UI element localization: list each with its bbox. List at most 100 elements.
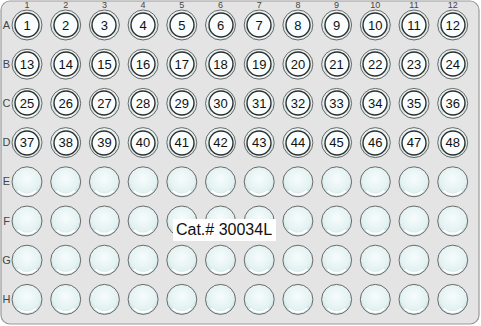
- well-highlight: [57, 191, 75, 195]
- well: [244, 10, 274, 40]
- well-highlight: [405, 269, 423, 273]
- well: [360, 10, 390, 40]
- well: [283, 10, 313, 40]
- well-highlight: [95, 269, 113, 273]
- row-letter: G: [2, 255, 11, 266]
- numbered-well: 38: [51, 128, 81, 158]
- numbered-well: 12: [438, 10, 468, 40]
- well-highlight: [328, 308, 346, 312]
- well: [89, 284, 119, 314]
- well-highlight: [250, 308, 268, 312]
- well: [206, 128, 236, 158]
- column-number: 4: [141, 1, 146, 10]
- column-number: 5: [179, 1, 184, 10]
- well: [12, 128, 42, 158]
- well: [128, 128, 158, 158]
- well-highlight: [18, 230, 36, 234]
- well-highlight: [366, 308, 384, 312]
- well-highlight: [134, 269, 152, 273]
- numbered-well: 19: [244, 49, 274, 79]
- well: [322, 167, 352, 197]
- well-highlight: [212, 269, 230, 273]
- well-number: 8: [294, 19, 301, 32]
- well-number: 24: [445, 58, 459, 71]
- well: [89, 206, 119, 236]
- well-number: 46: [368, 136, 382, 149]
- numbered-well: 14: [51, 49, 81, 79]
- numbered-well: 2: [51, 10, 81, 40]
- numbered-well: 33: [322, 88, 352, 118]
- well: [438, 10, 468, 40]
- well: [89, 10, 119, 40]
- well: [167, 284, 197, 314]
- numbered-well: 7: [244, 10, 274, 40]
- row-letter: A: [3, 20, 10, 31]
- numbered-well: 35: [399, 88, 429, 118]
- well-number: 36: [445, 97, 459, 110]
- well-highlight: [366, 230, 384, 234]
- well-number: 26: [58, 97, 72, 110]
- well-number: 3: [101, 19, 108, 32]
- numbered-well: 31: [244, 88, 274, 118]
- numbered-well: 4: [128, 10, 158, 40]
- well: [322, 206, 352, 236]
- well: [12, 49, 42, 79]
- well: [360, 245, 390, 275]
- well-number: 34: [368, 97, 382, 110]
- well-highlight: [289, 269, 307, 273]
- well: [360, 167, 390, 197]
- well: [438, 88, 468, 118]
- well-highlight: [212, 191, 230, 195]
- well: [283, 206, 313, 236]
- well: [322, 49, 352, 79]
- numbered-well: 22: [360, 49, 390, 79]
- well: [128, 206, 158, 236]
- well: [167, 128, 197, 158]
- well: [51, 284, 81, 314]
- well: [399, 245, 429, 275]
- numbered-well: 26: [51, 88, 81, 118]
- column-number: 6: [218, 1, 223, 10]
- well: [206, 245, 236, 275]
- numbered-well: 18: [206, 49, 236, 79]
- well: [360, 284, 390, 314]
- well: [51, 88, 81, 118]
- well-number: 28: [136, 97, 150, 110]
- well-number: 4: [139, 19, 146, 32]
- well-highlight: [173, 269, 191, 273]
- well-highlight: [289, 308, 307, 312]
- well-highlight: [173, 308, 191, 312]
- well-number: 45: [329, 136, 343, 149]
- well: [89, 167, 119, 197]
- well: [399, 167, 429, 197]
- well-number: 43: [252, 136, 266, 149]
- well-number: 40: [136, 136, 150, 149]
- well: [322, 245, 352, 275]
- well-number: 1: [23, 19, 30, 32]
- well-number: 20: [291, 58, 305, 71]
- well: [438, 284, 468, 314]
- well: [399, 284, 429, 314]
- well-highlight: [95, 230, 113, 234]
- numbered-well: 3: [89, 10, 119, 40]
- well-highlight: [250, 191, 268, 195]
- well: [206, 49, 236, 79]
- well-highlight: [57, 230, 75, 234]
- well-number: 21: [329, 58, 343, 71]
- well-highlight: [405, 230, 423, 234]
- numbered-well: 27: [89, 88, 119, 118]
- well: [399, 49, 429, 79]
- numbered-well: 5: [167, 10, 197, 40]
- well: [322, 128, 352, 158]
- well-highlight: [18, 191, 36, 195]
- column-number: 3: [102, 1, 107, 10]
- numbered-well: 46: [360, 128, 390, 158]
- row-letter: D: [3, 137, 11, 148]
- well: [360, 206, 390, 236]
- well-number: 15: [97, 58, 111, 71]
- well: [283, 128, 313, 158]
- well: [438, 128, 468, 158]
- well-number: 39: [97, 136, 111, 149]
- well-number: 29: [175, 97, 189, 110]
- well-highlight: [212, 308, 230, 312]
